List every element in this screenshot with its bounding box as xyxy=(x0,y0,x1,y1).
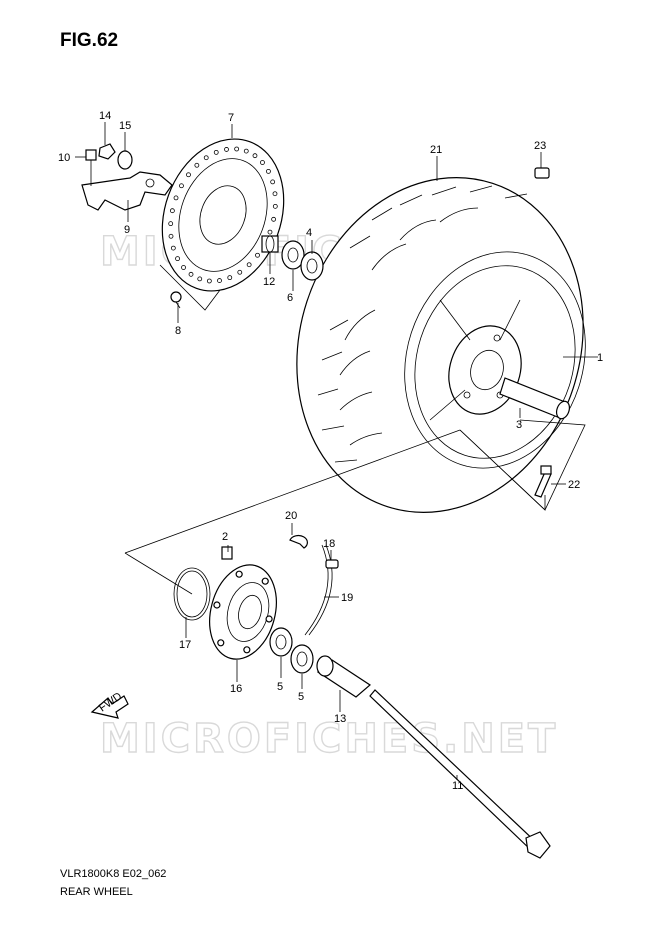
label-14: 14 xyxy=(99,110,111,122)
screw-18 xyxy=(325,559,339,569)
disc-hole xyxy=(271,216,277,222)
disc-hole xyxy=(270,179,276,185)
disc-hole xyxy=(272,203,278,209)
bearing-5b xyxy=(290,644,314,674)
disc-hole xyxy=(234,146,240,152)
label-6: 6 xyxy=(287,292,293,304)
label-18: 18 xyxy=(323,538,335,550)
part-23 xyxy=(534,167,550,179)
label-2: 2 xyxy=(222,531,228,543)
diagram-code: VLR1800K8 E02_062 xyxy=(60,868,167,880)
disc-hole xyxy=(246,262,252,268)
o-ring-17 xyxy=(173,567,211,621)
disc-hole xyxy=(217,278,222,283)
bearing-4 xyxy=(300,251,324,281)
spacer-3 xyxy=(499,377,571,420)
label-22: 22 xyxy=(568,479,580,491)
axle-11 xyxy=(369,689,551,859)
spacer-12 xyxy=(261,235,279,253)
disc-hole xyxy=(203,155,209,161)
disc-hole xyxy=(188,271,194,277)
label-10: 10 xyxy=(58,152,70,164)
label-12: 12 xyxy=(263,276,275,288)
bolt-8 xyxy=(170,291,182,309)
disc-hole xyxy=(272,191,278,197)
drum-studs xyxy=(213,570,273,654)
bolt-2 xyxy=(221,546,233,560)
label-19: 19 xyxy=(341,592,353,604)
disc-hole xyxy=(267,229,273,235)
label-23: 23 xyxy=(534,140,546,152)
leader-lines xyxy=(75,122,598,780)
bolt-10 xyxy=(85,149,97,186)
disc-hole xyxy=(260,160,265,165)
drum-stud xyxy=(213,601,221,609)
drum-stud xyxy=(235,570,243,578)
label-15: 15 xyxy=(119,120,131,132)
bearing-6 xyxy=(281,240,305,270)
disc-hole xyxy=(168,233,174,239)
disc-hole xyxy=(213,149,219,155)
disc-hole xyxy=(168,221,174,227)
drum-stud xyxy=(261,577,269,585)
label-7: 7 xyxy=(228,112,234,124)
part-labels: 1 2 3 4 5 5 6 7 8 9 10 11 12 13 14 15 16… xyxy=(58,110,603,792)
disc-hole xyxy=(224,147,229,152)
nut-14 xyxy=(98,143,116,160)
label-1: 1 xyxy=(597,352,603,364)
retainer-19 xyxy=(304,544,329,636)
brake-disc xyxy=(161,138,285,292)
disc-hole xyxy=(169,208,175,214)
label-5b: 5 xyxy=(298,691,304,703)
washer-15 xyxy=(117,150,133,170)
disc-hole xyxy=(179,183,184,189)
caliper-bracket-9 xyxy=(81,171,173,211)
disc-hole xyxy=(206,278,212,284)
valve-22 xyxy=(534,465,552,498)
disc-hole xyxy=(255,252,260,258)
disc-holes xyxy=(168,146,278,284)
spacer-13 xyxy=(316,655,371,698)
fwd-arrow-icon: FWD xyxy=(90,690,129,719)
label-5a: 5 xyxy=(277,681,283,693)
label-4: 4 xyxy=(306,227,312,239)
disc-hole xyxy=(243,148,249,154)
rear-tire xyxy=(296,177,586,513)
disc-hole xyxy=(197,276,203,282)
disc-hole xyxy=(173,195,179,201)
drum-stud xyxy=(217,639,225,647)
diagram-name: REAR WHEEL xyxy=(60,886,133,898)
bearing-5a xyxy=(269,627,293,657)
clip-20 xyxy=(289,534,308,549)
disc-hole xyxy=(175,256,180,262)
watermark-bottom: MICROFICHES.NET xyxy=(100,716,558,762)
label-16: 16 xyxy=(230,683,242,695)
disc-hole xyxy=(266,168,271,174)
disc-hole xyxy=(252,153,258,159)
label-11: 11 xyxy=(452,780,463,792)
drum-stud xyxy=(265,615,273,623)
disc-hole xyxy=(186,172,191,178)
drum-stud xyxy=(243,646,251,654)
label-8: 8 xyxy=(175,325,181,337)
label-9: 9 xyxy=(124,224,130,236)
label-13: 13 xyxy=(334,713,346,725)
disc-hole xyxy=(170,245,176,251)
disc-hole xyxy=(237,269,243,275)
disc-hole xyxy=(227,275,233,281)
disc-hole xyxy=(181,265,186,270)
label-3: 3 xyxy=(516,419,522,431)
disc-hole xyxy=(194,162,200,168)
label-21: 21 xyxy=(430,144,442,156)
label-20: 20 xyxy=(285,510,297,522)
label-17: 17 xyxy=(179,639,191,651)
figure-title: FIG.62 xyxy=(60,30,119,51)
